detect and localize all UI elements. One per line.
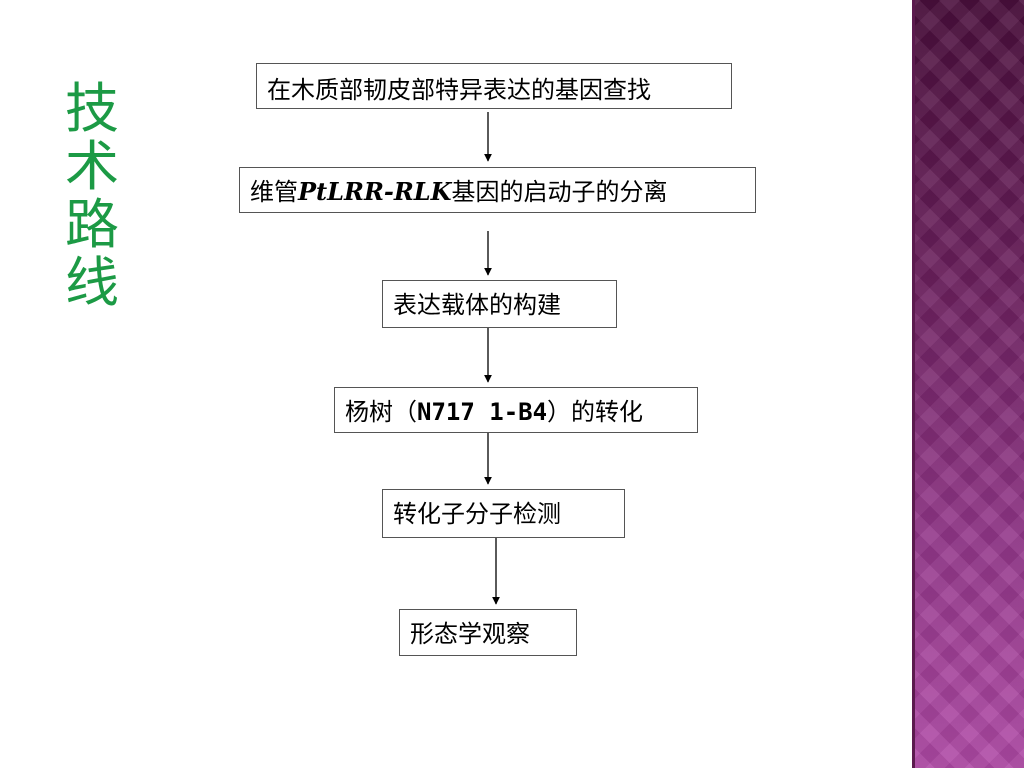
- poplar-clone-code: N717 1-B4: [417, 398, 548, 426]
- step-morphology-text: 形态学观察: [410, 620, 530, 648]
- step-vector-construction: 表达载体的构建: [382, 280, 617, 328]
- step-promoter-isolation: 维管PtLRR-RLK基因的启动子的分离: [239, 167, 756, 213]
- step-transform-suffix: ）的转化: [547, 398, 644, 426]
- step-poplar-transformation: 杨树（N717 1-B4）的转化: [334, 387, 698, 433]
- slide-title: 技 术 路 线: [65, 77, 119, 314]
- decorative-side-band: [912, 0, 1024, 768]
- step-transform-prefix: 杨树（: [345, 398, 417, 426]
- step-morphology-observation: 形态学观察: [399, 609, 577, 656]
- step-promoter-suffix: 基因的启动子的分离: [451, 178, 668, 206]
- step-molecular-detection: 转化子分子检测: [382, 489, 625, 538]
- gene-name: PtLRR-RLK: [298, 177, 452, 206]
- step-gene-search-text: 在木质部韧皮部特异表达的基因查找: [267, 76, 651, 104]
- step-promoter-prefix: 维管: [250, 178, 298, 206]
- step-vector-text: 表达载体的构建: [393, 291, 561, 319]
- step-detection-text: 转化子分子检测: [393, 500, 561, 528]
- step-gene-search: 在木质部韧皮部特异表达的基因查找: [256, 63, 732, 109]
